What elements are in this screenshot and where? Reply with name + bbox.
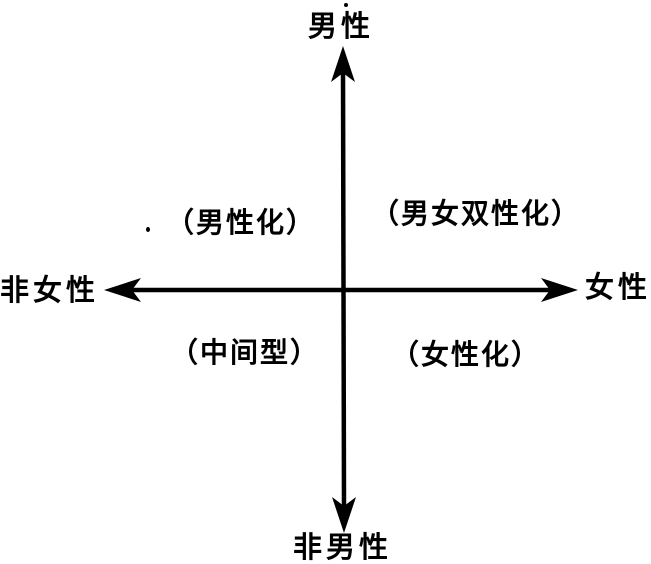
axis-label-non-female: 非女性: [0, 273, 100, 307]
quadrant-label-androgynous: （男女双性化）: [371, 197, 582, 230]
scan-speck-top: [344, 3, 348, 7]
down-arrowhead-icon: [332, 497, 356, 533]
up-arrowhead-icon: [331, 46, 355, 82]
quadrant-label-intermediate: （中间型）: [170, 336, 321, 369]
axis-label-non-male: 非男性: [293, 530, 393, 564]
axis-label-female: 女性: [585, 270, 651, 304]
axis-label-male: 男性: [308, 9, 375, 43]
quadrant-label-masculine: （男性化）: [166, 206, 317, 239]
left-arrowhead-icon: [104, 278, 141, 302]
scan-speck-left: [146, 227, 150, 232]
right-arrowhead-icon: [541, 278, 578, 302]
quadrant-label-feminine: （女性化）: [391, 338, 542, 371]
